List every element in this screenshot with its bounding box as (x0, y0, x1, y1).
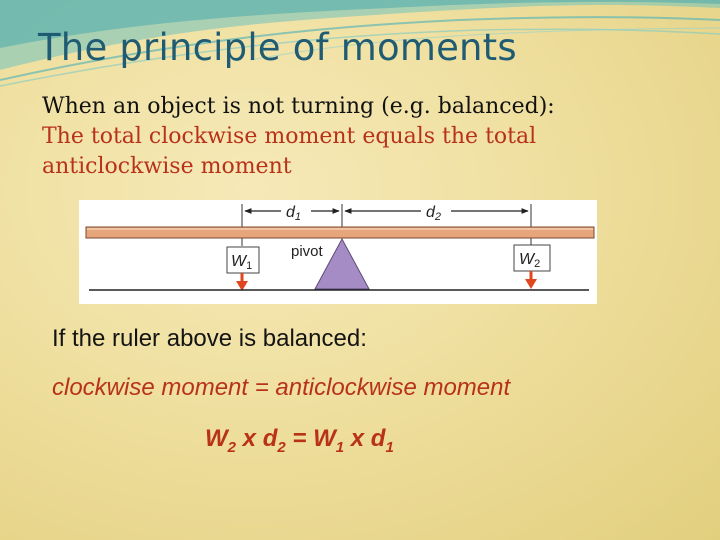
formula-equals: = (292, 425, 307, 452)
moment-formula: W2 x d2 = W1 x d1 (205, 425, 394, 456)
formula-times-1: x (242, 425, 257, 452)
w2-label: W2 (519, 251, 540, 270)
intro-line: When an object is not turning (e.g. bala… (42, 94, 555, 119)
rule-line-2: anticlockwise moment (42, 154, 292, 179)
balance-condition: If the ruler above is balanced: (52, 325, 367, 352)
formula-d2-sub: 2 (277, 438, 286, 456)
formula-w1: W (313, 425, 336, 452)
pivot (314, 237, 370, 290)
formula-w2-sub: 2 (227, 438, 236, 456)
balance-diagram: d1 d2 pivot W1 W2 (79, 200, 597, 304)
ruler (85, 226, 595, 239)
intro-text: When an object is not turning (e.g. bala… (42, 92, 692, 182)
formula-d1: d (370, 425, 386, 452)
formula-d1-sub: 1 (385, 438, 394, 456)
pivot-label: pivot (291, 243, 324, 260)
formula-times-2: x (350, 425, 365, 452)
w1-arrow-head (236, 281, 248, 291)
moment-equation: clockwise moment = anticlockwise moment (52, 374, 511, 401)
w1-label: W1 (231, 253, 252, 272)
d2-label: d2 (426, 204, 441, 223)
decorative-waves (0, 0, 720, 87)
d1-label: d1 (286, 204, 301, 223)
w2-box (513, 244, 551, 272)
slide-title: The principle of moments (38, 26, 517, 69)
w2-arrow-head (525, 279, 537, 289)
formula-w2: W (205, 425, 228, 452)
formula-d2: d (262, 425, 278, 452)
formula-w1-sub: 1 (335, 438, 345, 456)
balance-diagram-svg: d1 d2 pivot W1 W2 (85, 204, 595, 291)
rule-line-1: The total clockwise moment equals the to… (42, 124, 537, 149)
